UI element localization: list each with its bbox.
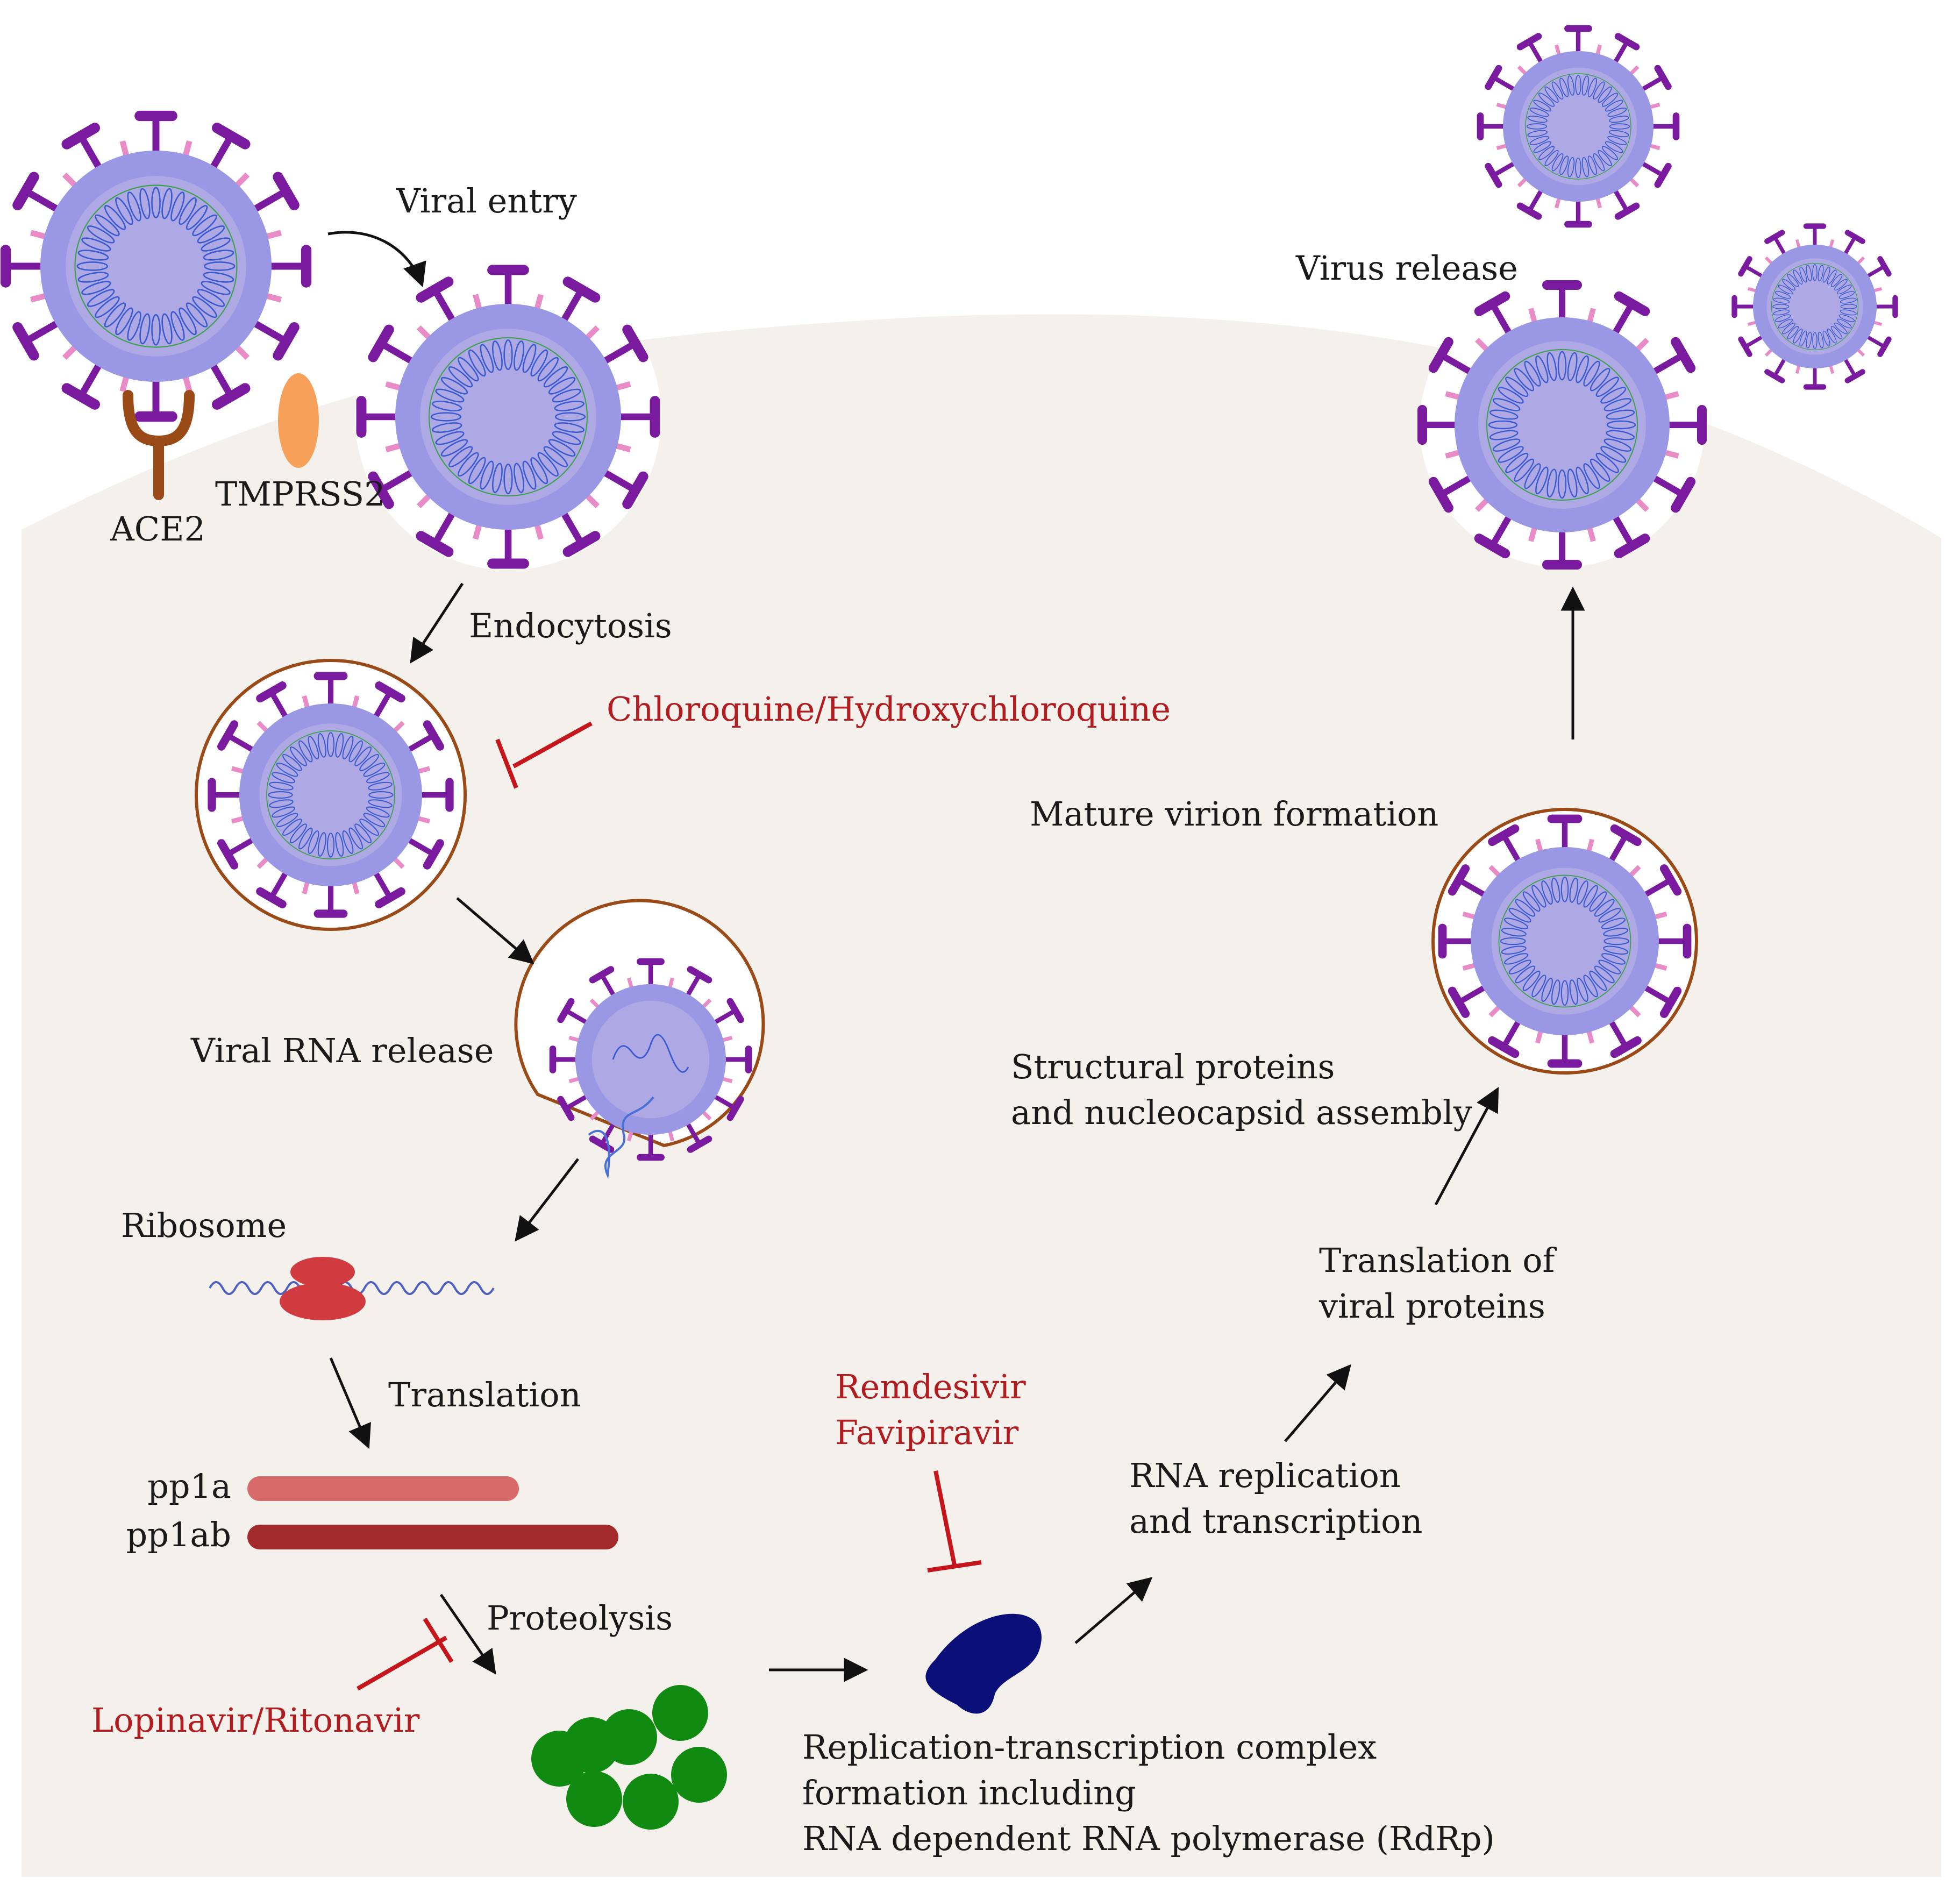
label-ace2: ACE2 (110, 509, 205, 549)
flow-arrows (327, 231, 1585, 1682)
released-rna-strand (588, 1096, 654, 1179)
label-rtc-line1: Replication-transcription complex (802, 1727, 1377, 1767)
label-translation-viral-line1: Translation of (1319, 1241, 1557, 1280)
ace2-receptor-icon (123, 390, 195, 500)
drug-lopinavir: Lopinavir/Ritonavir (91, 1701, 420, 1740)
ribosome-icon (209, 1257, 495, 1320)
tmprss2-protease-icon (278, 373, 319, 468)
nonstructural-proteins-cluster (531, 1685, 727, 1830)
arrow-viral-entry (327, 231, 426, 288)
label-rna-replication-line2: and transcription (1129, 1502, 1422, 1541)
label-virus-release: Virus release (1295, 248, 1518, 288)
rdrp-complex-icon (925, 1613, 1042, 1714)
inhibitor-remdesivir-icon (927, 1470, 982, 1573)
drug-remdesivir: Remdesivir (835, 1367, 1026, 1406)
arrow-translation (329, 1357, 371, 1449)
arrow-endocytosis (410, 582, 464, 664)
arrow-endosome-to-release (456, 897, 534, 964)
virus-particle-uncoating (549, 958, 752, 1161)
label-translation-viral-line2: viral proteins (1318, 1286, 1545, 1326)
virus-particle-extracellular (0, 110, 312, 422)
arrow-release-to-ribosome (515, 1158, 579, 1242)
arrow-translation-to-assembly (1434, 1087, 1499, 1206)
virus-particle-entering (356, 265, 660, 569)
label-proteolysis: Proteolysis (487, 1598, 673, 1638)
virus-particle-in-endosome (208, 672, 454, 918)
label-translation: Translation (388, 1375, 581, 1414)
label-viral-rna-release: Viral RNA release (190, 1031, 494, 1070)
label-rtc-line3: RNA dependent RNA polymerase (RdRp) (802, 1819, 1495, 1858)
pp1a-bar (247, 1476, 519, 1501)
label-tmprss2: TMPRSS2 (215, 474, 386, 514)
virus-particle-released-1 (1477, 25, 1680, 228)
inhibitor-lopinavir-icon (357, 1617, 454, 1691)
label-mature-virion: Mature virion formation (1030, 794, 1438, 834)
inhibitor-chloroquine-icon (495, 721, 593, 789)
drug-chloroquine: Chloroquine/Hydroxychloroquine (607, 689, 1171, 729)
label-ribosome: Ribosome (121, 1206, 287, 1245)
label-pp1ab: pp1ab (126, 1515, 231, 1554)
label-structural-line1: Structural proteins (1011, 1047, 1335, 1086)
label-rna-replication-line1: RNA replication (1129, 1456, 1401, 1495)
pp1ab-bar (247, 1525, 618, 1549)
label-viral-entry: Viral entry (396, 181, 577, 221)
arrow-replication-to-translation (1284, 1364, 1351, 1442)
arrow-rdrp-to-replication (1074, 1577, 1153, 1644)
arrow-proteolysis (439, 1594, 496, 1675)
label-pp1a: pp1a (147, 1467, 231, 1506)
label-rtc-line2: formation including (802, 1773, 1136, 1812)
label-structural-line2: and nucleocapsid assembly (1011, 1093, 1472, 1132)
drug-favipiravir: Favipiravir (835, 1413, 1019, 1452)
label-endocytosis: Endocytosis (469, 606, 672, 645)
virus-particle-budding (1417, 280, 1707, 570)
virus-particle-released-2 (1731, 223, 1898, 390)
virus-particle-assembled (1438, 814, 1692, 1068)
